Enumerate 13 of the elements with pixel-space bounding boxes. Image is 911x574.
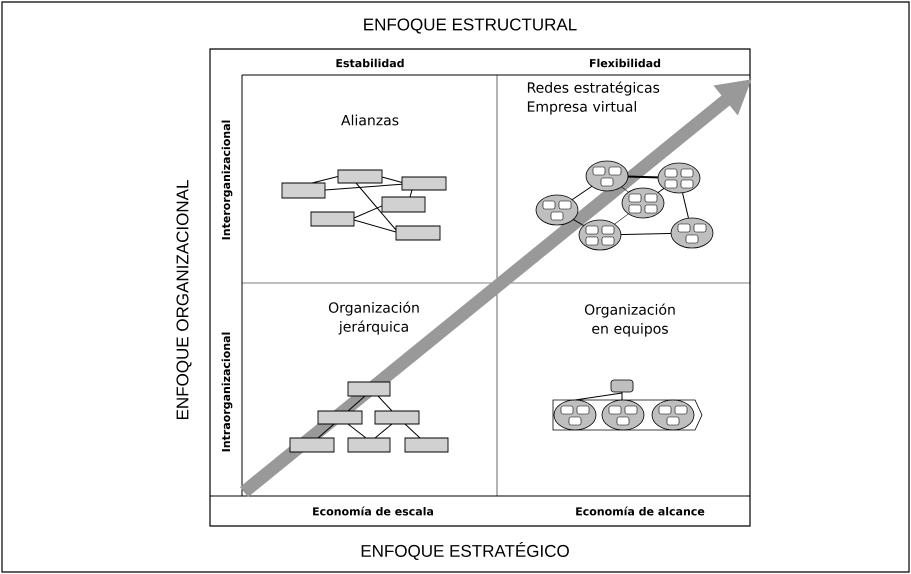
axis-title: ENFOQUE ESTRATÉGICO: [362, 542, 569, 560]
axis-title: ENFOQUE ORGANIZACIONAL: [176, 180, 192, 420]
row-header: Intraorganizacional: [222, 332, 232, 452]
row-header: Interorganizacional: [222, 120, 232, 240]
column-header: Flexibilidad: [590, 58, 660, 68]
quadrant-cell: Redes estratégicas Empresa virtual: [528, 81, 660, 115]
quadrant-cell: Organización en equipos: [584, 303, 675, 337]
column-footer: Economía de escala: [313, 506, 434, 516]
quadrant-cell: Alianzas: [341, 114, 398, 126]
quadrant-cell: Organización jerárquica: [328, 301, 419, 335]
column-footer: Economía de alcance: [576, 506, 704, 516]
axis-title: ENFOQUE ESTRUCTURAL: [364, 18, 577, 34]
column-header: Estabilidad: [336, 58, 404, 68]
